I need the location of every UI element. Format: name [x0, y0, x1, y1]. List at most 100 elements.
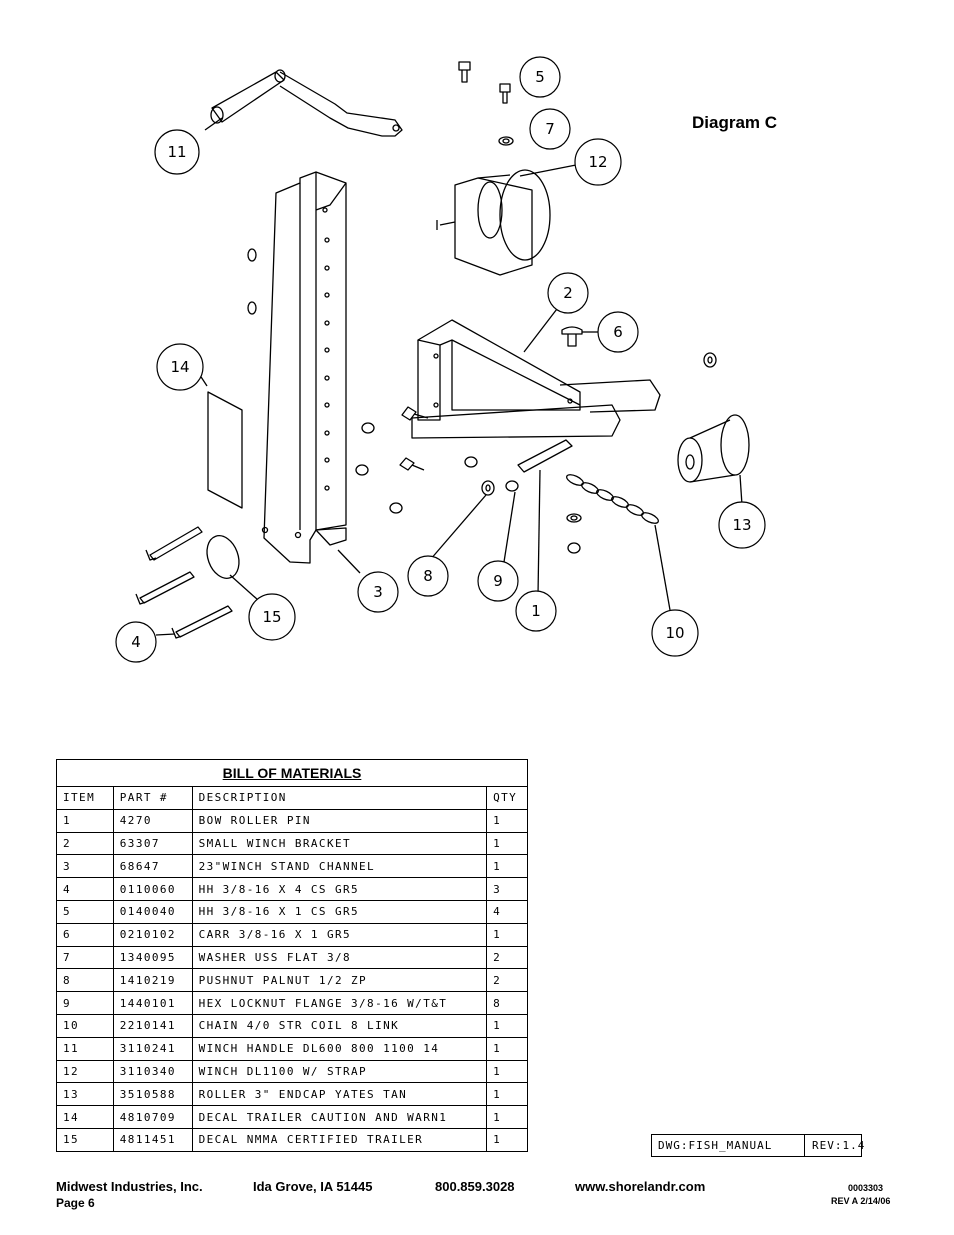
company-phone: 800.859.3028 — [435, 1179, 515, 1194]
bom-header-row: ITEM PART # DESCRIPTION QTY — [56, 786, 528, 810]
document-number: 0003303 — [848, 1183, 884, 1193]
chain-part — [566, 474, 671, 611]
exploded-parts-diagram: 11 5 7 12 2 6 14 13 3 8 9 1 10 4 15 — [115, 56, 766, 663]
bom-part-number: 4270 — [112, 808, 193, 833]
bom-qty: 1 — [486, 1059, 528, 1084]
winch-part — [436, 164, 577, 276]
bom-part-number: 4811451 — [112, 1127, 193, 1152]
bom-item: 4 — [56, 877, 114, 901]
bom-description: DECAL NMMA CERTIFIED TRAILER — [191, 1127, 488, 1152]
bom-qty: 3 — [486, 877, 528, 901]
callout-label: 5 — [535, 68, 545, 86]
bom-description: HH 3/8-16 X 4 CS GR5 — [191, 877, 488, 901]
bom-qty: 8 — [486, 991, 528, 1015]
callout-label: 2 — [563, 284, 573, 302]
bom-description: ROLLER 3" ENDCAP YATES TAN — [191, 1082, 488, 1107]
bom-item: 14 — [56, 1105, 114, 1129]
bom-part-number: 68647 — [112, 854, 193, 879]
long-hex-bolts — [135, 526, 233, 639]
header-part: PART # — [112, 786, 193, 810]
bom-item: 12 — [56, 1059, 114, 1084]
bom-description: WASHER USS FLAT 3/8 — [191, 945, 488, 970]
callout-3 — [357, 571, 399, 613]
bom-qty: 1 — [486, 922, 528, 947]
callout-13 — [718, 501, 766, 549]
callout-6 — [597, 311, 639, 353]
callout-10 — [651, 609, 699, 657]
callout-5 — [519, 56, 561, 98]
bill-of-materials-table: BILL OF MATERIALS ITEM PART # DESCRIPTIO… — [56, 759, 528, 1152]
callout-14 — [156, 343, 204, 391]
endcap-roller-part — [677, 414, 750, 506]
bom-qty: 1 — [486, 1105, 528, 1129]
callout-label: 10 — [665, 624, 684, 642]
bom-qty: 4 — [486, 899, 528, 924]
bom-item: 11 — [56, 1036, 114, 1061]
carriage-bolt-part — [561, 326, 598, 347]
callout-label: 7 — [545, 120, 555, 138]
nmma-decal-part — [206, 535, 259, 601]
bom-item: 7 — [56, 945, 114, 970]
hex-locknuts — [247, 248, 581, 554]
callout-15 — [248, 593, 296, 641]
callout-11 — [154, 129, 200, 175]
header-description: DESCRIPTION — [191, 786, 488, 810]
bom-part-number: 0210102 — [112, 922, 193, 947]
bom-description: WINCH DL1100 W/ STRAP — [191, 1059, 488, 1084]
bom-description: HH 3/8-16 X 1 CS GR5 — [191, 899, 488, 924]
diagram-title: Diagram C — [692, 113, 778, 132]
bom-item: 8 — [56, 968, 114, 993]
bom-item: 2 — [56, 831, 114, 856]
bom-qty: 2 — [486, 968, 528, 993]
callout-label: 8 — [423, 567, 433, 585]
bom-qty: 1 — [486, 831, 528, 856]
bom-item: 1 — [56, 808, 114, 833]
bom-part-number: 3110340 — [112, 1059, 193, 1084]
bom-description: 23"WINCH STAND CHANNEL — [191, 854, 488, 879]
bom-description: CARR 3/8-16 X 1 GR5 — [191, 922, 488, 947]
bom-description: DECAL TRAILER CAUTION AND WARN1 — [191, 1105, 488, 1129]
bom-qty: 1 — [486, 1013, 528, 1038]
company-website: www.shorelandr.com — [575, 1179, 706, 1194]
header-item: ITEM — [56, 786, 114, 810]
callout-label: 3 — [373, 583, 383, 601]
bom-part-number: 1440101 — [112, 991, 193, 1015]
callout-label: 14 — [170, 358, 189, 376]
bom-item: 5 — [56, 899, 114, 924]
page-number: Page 6 — [56, 1196, 95, 1210]
bom-item: 13 — [56, 1082, 114, 1107]
drawing-revision: REV:1.4 — [812, 1139, 866, 1152]
callout-1 — [515, 590, 557, 632]
flat-washers — [498, 136, 582, 523]
bom-part-number: 3510588 — [112, 1082, 193, 1107]
drawing-number: DWG:FISH_MANUAL — [658, 1139, 773, 1152]
pushnuts — [429, 352, 717, 561]
locknut-leader — [503, 491, 516, 563]
bom-part-number: 2210141 — [112, 1013, 193, 1038]
bom-qty: 1 — [486, 854, 528, 879]
bom-item: 15 — [56, 1127, 114, 1152]
bom-description: PUSHNUT PALNUT 1/2 ZP — [191, 968, 488, 993]
bom-description: BOW ROLLER PIN — [191, 808, 488, 833]
callout-4 — [115, 621, 157, 663]
callout-label: 13 — [732, 516, 751, 534]
bom-part-number: 1410219 — [112, 968, 193, 993]
bom-description: WINCH HANDLE DL600 800 1100 14 — [191, 1036, 488, 1061]
callout-8 — [407, 555, 449, 597]
bom-part-number: 0140040 — [112, 899, 193, 924]
bom-qty: 1 — [486, 1127, 528, 1152]
bom-part-number: 3110241 — [112, 1036, 193, 1061]
bom-part-number: 4810709 — [112, 1105, 193, 1129]
